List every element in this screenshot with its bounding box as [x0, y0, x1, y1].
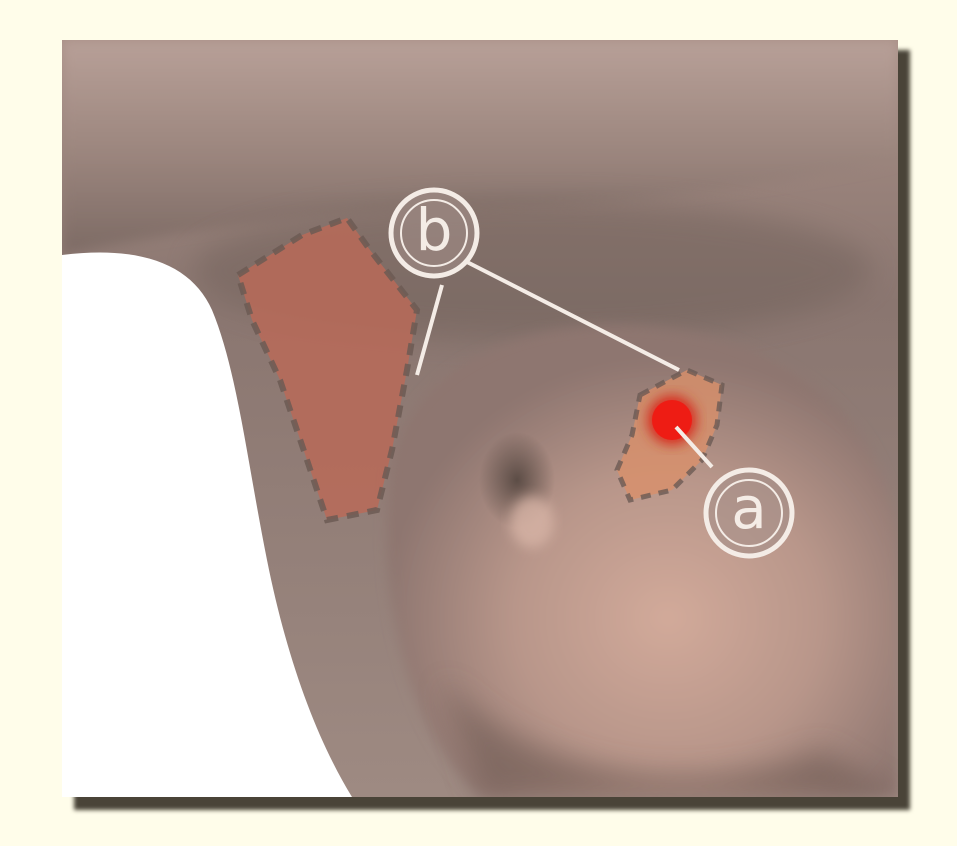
anatomy-illustration: b a: [62, 40, 898, 797]
breast-diagram: b a: [62, 40, 898, 797]
label-a: a: [706, 470, 792, 556]
label-b-text: b: [416, 196, 453, 264]
label-a-text: a: [731, 474, 767, 542]
nipple-highlight: [510, 496, 554, 548]
label-b: b: [391, 190, 477, 276]
tumor-core: [652, 400, 692, 440]
